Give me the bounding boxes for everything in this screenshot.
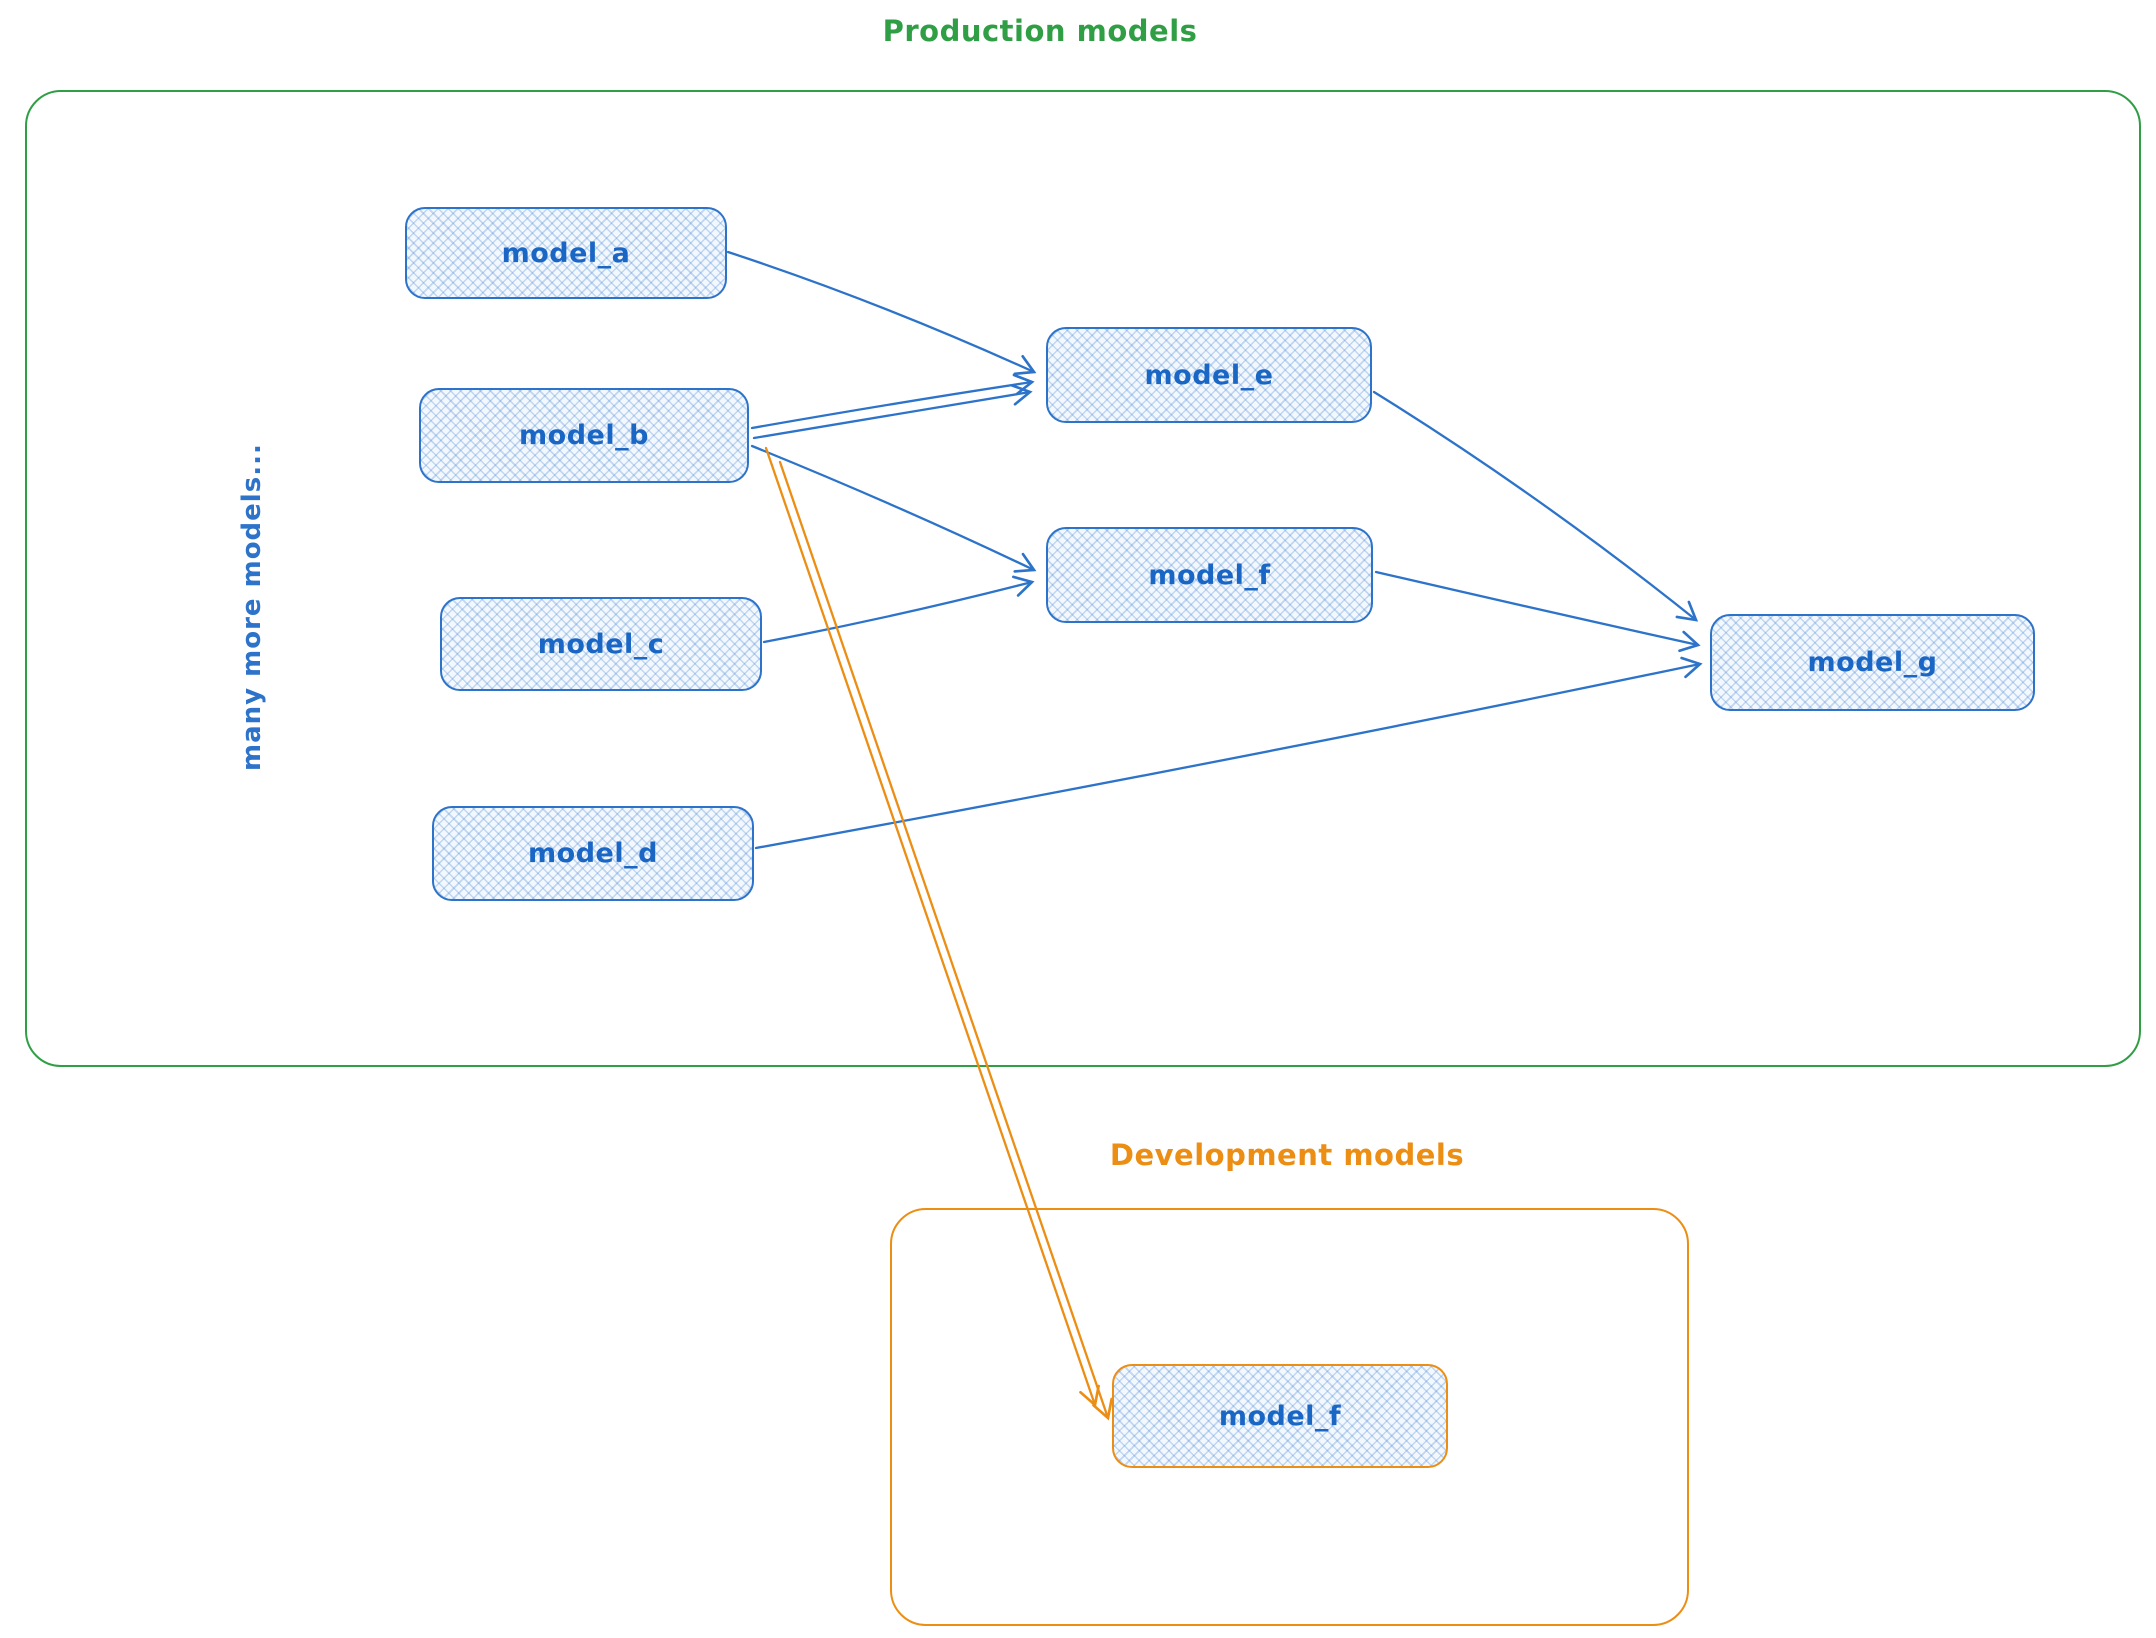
many-more-models-label: many more models... [237,443,267,771]
node-model-f: model_f [1046,527,1373,623]
node-model-f-label: model_f [1148,559,1271,591]
node-model-c-label: model_c [537,628,665,660]
node-model-a-label: model_a [501,237,631,269]
node-model-e-label: model_e [1144,359,1274,391]
node-model-f-dev: model_f [1112,1364,1448,1468]
node-model-b: model_b [419,388,749,483]
node-model-d: model_d [432,806,754,901]
node-model-f-dev-label: model_f [1218,1400,1342,1432]
node-model-b-label: model_b [519,420,649,451]
node-model-g-label: model_g [1807,647,1938,678]
node-model-d-label: model_d [528,838,658,869]
node-model-c: model_c [440,597,762,691]
development-group-title: Development models [1109,1138,1465,1172]
node-model-e: model_e [1046,327,1372,423]
production-group-title: Production models [882,14,1198,48]
node-model-a: model_a [405,207,727,299]
node-model-g: model_g [1710,614,2035,711]
